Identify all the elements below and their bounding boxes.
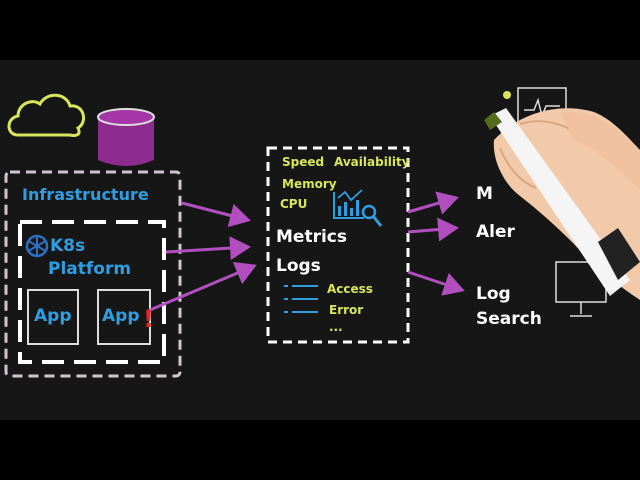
availability-label: Availability (334, 155, 410, 169)
error-log-label: Error (329, 303, 364, 317)
log-label: Log (476, 284, 511, 304)
app-label-right: App (102, 306, 140, 326)
search-label: Search (476, 309, 542, 329)
k8s-label: K8s (50, 236, 86, 256)
collector-box (266, 146, 410, 344)
logs-label: Logs (276, 256, 321, 276)
alert-exclamation: ! (143, 305, 154, 333)
infrastructure-title: Infrastructure (22, 185, 149, 204)
app-box-left (27, 289, 79, 345)
app-box-right (97, 289, 151, 345)
app-label-left: App (34, 306, 72, 326)
output-arrows (407, 191, 465, 296)
alerting-label: Aler (476, 222, 515, 242)
log-lines-icon (284, 285, 318, 313)
cloud-icon (7, 93, 86, 137)
monitoring-label: M (476, 184, 493, 204)
letterbox-top (0, 0, 640, 60)
metrics-label: Metrics (276, 227, 347, 247)
hand-with-marker (484, 108, 640, 301)
access-log-label: Access (327, 282, 373, 296)
speed-label: Speed (282, 155, 325, 169)
letterbox-bottom (0, 420, 640, 480)
infrastructure-box (4, 170, 182, 378)
input-arrows (149, 201, 257, 312)
more-logs-ellipsis: ... (329, 320, 343, 334)
memory-label: Memory (282, 177, 337, 191)
platform-label: Platform (48, 259, 132, 279)
database-icon (97, 108, 155, 166)
kubernetes-icon (25, 234, 49, 258)
platform-box (18, 220, 166, 364)
cpu-label: CPU (280, 197, 308, 211)
chart-magnifier-icon (333, 189, 383, 227)
